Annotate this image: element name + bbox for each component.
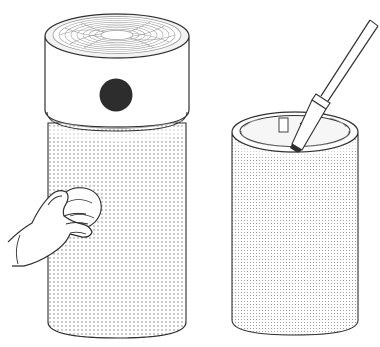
purifier-top-module <box>45 14 189 131</box>
display-circle-icon <box>100 79 133 112</box>
wipe-panel <box>8 14 189 338</box>
vacuum-panel <box>232 20 378 335</box>
